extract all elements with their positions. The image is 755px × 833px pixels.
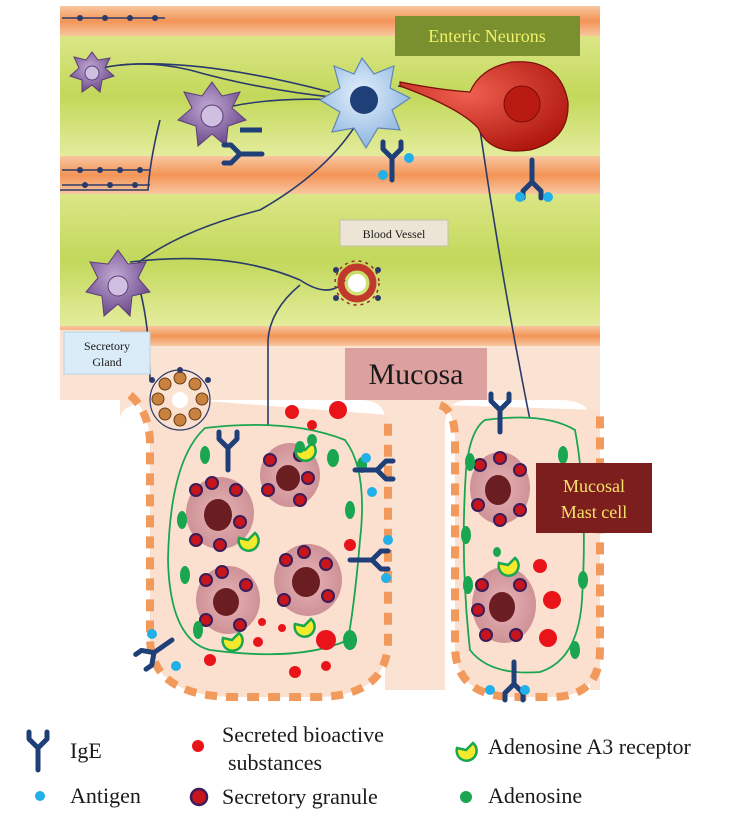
ige-neuron-purple	[224, 127, 262, 163]
blood-vessel-label: Blood Vessel	[339, 219, 449, 247]
ige-mast-right	[485, 394, 530, 700]
svg-text:substances: substances	[228, 750, 322, 775]
adenosine-right	[461, 446, 588, 659]
svg-text:Enteric Neurons: Enteric Neurons	[428, 26, 545, 46]
ige-neuron-red	[515, 160, 553, 202]
secretory-gland-label: Secretory Gland	[63, 331, 151, 375]
svg-text:Blood Vessel: Blood Vessel	[363, 227, 426, 241]
blood-vessel	[333, 260, 381, 306]
legend-antigen: Antigen	[35, 783, 141, 808]
legend: IgE Antigen Secreted bioactive substance…	[29, 722, 691, 809]
legend-adenosine: Adenosine	[460, 783, 582, 808]
legend-granule: Secretory granule	[189, 784, 378, 809]
legend-ige: IgE	[29, 732, 102, 770]
svg-text:Secretory granule: Secretory granule	[222, 784, 378, 809]
ige-mast-left	[136, 432, 393, 671]
neuron-blue	[318, 56, 412, 150]
antigen-icon	[35, 791, 45, 801]
svg-text:Secreted bioactive: Secreted bioactive	[222, 722, 384, 747]
secreted-right	[533, 559, 561, 647]
svg-text:Adenosine A3 receptor: Adenosine A3 receptor	[488, 734, 691, 759]
svg-text:Secretory: Secretory	[84, 339, 130, 353]
adenosine-left	[177, 434, 367, 650]
granule-icon	[189, 787, 209, 807]
svg-text:Adenosine: Adenosine	[488, 783, 582, 808]
svg-text:Mucosal: Mucosal	[563, 476, 625, 496]
secretory-gland	[149, 367, 211, 431]
svg-text:Mast cell: Mast cell	[561, 502, 627, 522]
legend-secreted: Secreted bioactive substances	[192, 722, 384, 775]
mast-cell-label: Mucosal Mast cell	[536, 463, 652, 533]
svg-text:Gland: Gland	[92, 355, 121, 369]
svg-text:Antigen: Antigen	[70, 783, 141, 808]
secreted-icon	[192, 740, 204, 752]
axon-beads	[62, 15, 165, 188]
secreted-left	[204, 401, 356, 678]
mucosa-label: Mucosa	[345, 348, 487, 400]
enteric-neurons-label: Enteric Neurons	[395, 16, 580, 56]
ige-neuron-blue	[378, 142, 414, 180]
neuron-purple-lower	[85, 249, 151, 318]
svg-text:Mucosa: Mucosa	[369, 358, 464, 391]
neuron-purple-small	[69, 51, 115, 93]
neuron-red	[399, 61, 569, 152]
a3-receptor-icon	[455, 741, 478, 762]
legend-a3-receptor: Adenosine A3 receptor	[455, 734, 691, 762]
neuron-purple-medium	[177, 81, 247, 148]
adenosine-icon	[460, 791, 472, 803]
svg-text:IgE: IgE	[70, 738, 102, 763]
